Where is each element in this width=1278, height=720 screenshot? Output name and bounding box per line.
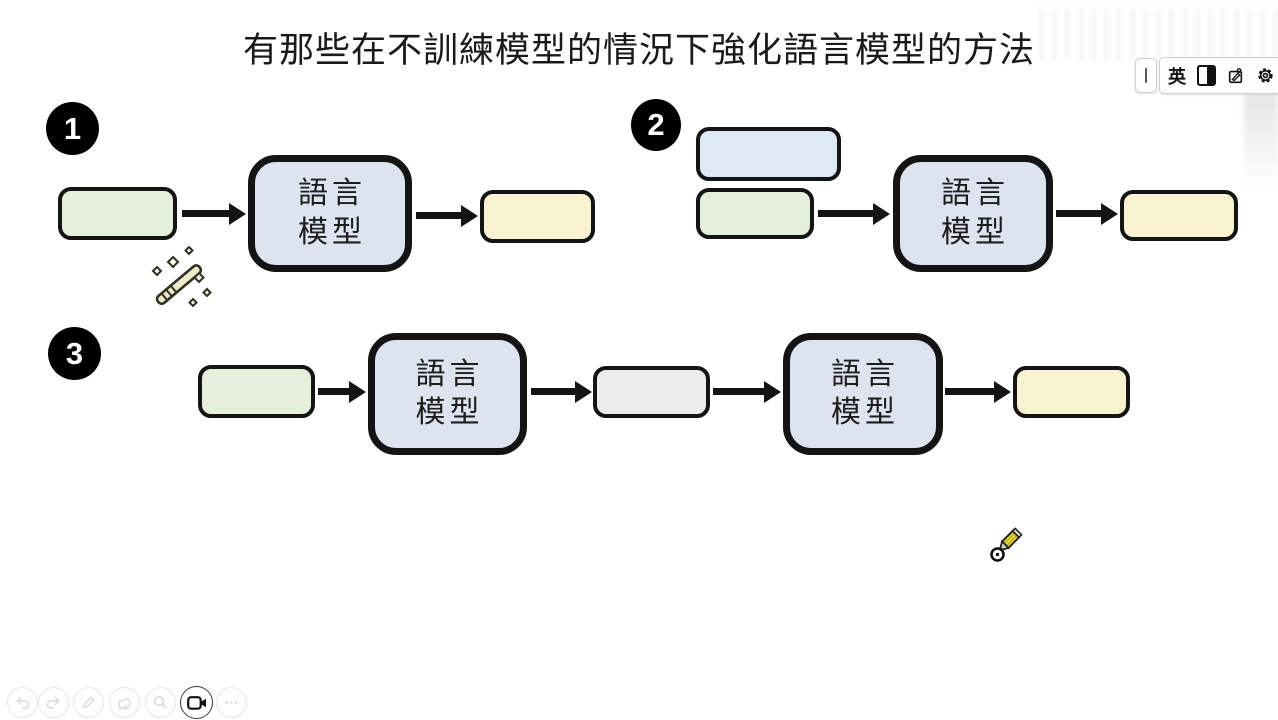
flow2-input-green-box xyxy=(696,188,814,239)
page-title: 有那些在不訓練模型的情況下強化語言模型的方法 xyxy=(242,31,1035,70)
redo-icon xyxy=(46,696,60,709)
model-label-line2: 模型 xyxy=(941,215,1009,249)
arrow-right xyxy=(182,210,229,217)
flow2-number-badge: 2 xyxy=(631,99,681,151)
arrow-right xyxy=(713,388,764,395)
flow3-language-model-box-1: 語言 模型 xyxy=(368,333,527,455)
ime-grip-handle[interactable] xyxy=(1135,58,1157,93)
fullwidth-halfwidth-toggle-icon[interactable] xyxy=(1197,65,1217,86)
eraser-icon xyxy=(117,698,132,710)
flow1-input-green-box xyxy=(58,187,177,240)
zoom-tool-button[interactable] xyxy=(145,687,176,718)
flow3-input-green-box xyxy=(198,365,315,418)
pencil-cursor xyxy=(990,527,1023,562)
model-label-line1: 語言 xyxy=(415,357,484,391)
flow1-language-model-box: 語言 模型 xyxy=(248,155,412,272)
settings-gear-icon[interactable] xyxy=(1256,65,1275,86)
arrow-right xyxy=(416,212,461,219)
flow3-number-badge: 3 xyxy=(48,327,101,380)
model-label-line1: 語言 xyxy=(831,357,899,391)
badge-label: 2 xyxy=(647,107,665,142)
grip-bar-icon xyxy=(1145,68,1147,83)
model-label-line2: 模型 xyxy=(298,215,366,249)
watermark-smudge xyxy=(1244,94,1278,189)
pen-tool-button[interactable] xyxy=(73,687,104,718)
ime-language-bar: 英 xyxy=(1159,57,1278,94)
undo-icon xyxy=(16,696,30,709)
flow1-output-yellow-box xyxy=(480,190,595,243)
flow2-context-lightblue-box xyxy=(696,127,841,181)
flow3-output-yellow-box xyxy=(1013,366,1130,418)
model-label-line1: 語言 xyxy=(941,177,1009,211)
video-camera-icon xyxy=(186,695,206,710)
arrow-right xyxy=(818,210,873,217)
model-label-line2: 模型 xyxy=(415,396,484,429)
flow2-language-model-box: 語言 模型 xyxy=(893,155,1053,272)
badge-label: 1 xyxy=(63,110,82,146)
arrow-right xyxy=(1056,210,1101,217)
ime-tool-menu-icon[interactable] xyxy=(1227,66,1245,86)
model-label-line1: 語言 xyxy=(298,177,366,211)
ime-language-mode-button[interactable]: 英 xyxy=(1168,66,1186,87)
arrow-right xyxy=(531,388,575,395)
flow1-number-badge: 1 xyxy=(46,102,99,155)
magnifier-icon xyxy=(153,695,167,709)
pen-icon xyxy=(82,695,96,709)
flow3-intermediate-gray-box xyxy=(593,366,710,418)
eraser-tool-button[interactable] xyxy=(109,687,140,718)
magic-wand-icon xyxy=(151,245,212,308)
arrow-right xyxy=(945,388,994,395)
ellipsis-icon xyxy=(225,701,238,704)
more-options-button[interactable] xyxy=(216,687,247,718)
model-label-line2: 模型 xyxy=(831,396,899,429)
flow2-output-yellow-box xyxy=(1120,190,1238,241)
camera-record-button[interactable] xyxy=(180,686,213,719)
redo-button[interactable] xyxy=(38,687,69,718)
flow3-language-model-box-2: 語言 模型 xyxy=(783,333,943,455)
badge-label: 3 xyxy=(65,335,84,371)
undo-button[interactable] xyxy=(7,687,38,718)
arrow-right xyxy=(318,388,349,395)
